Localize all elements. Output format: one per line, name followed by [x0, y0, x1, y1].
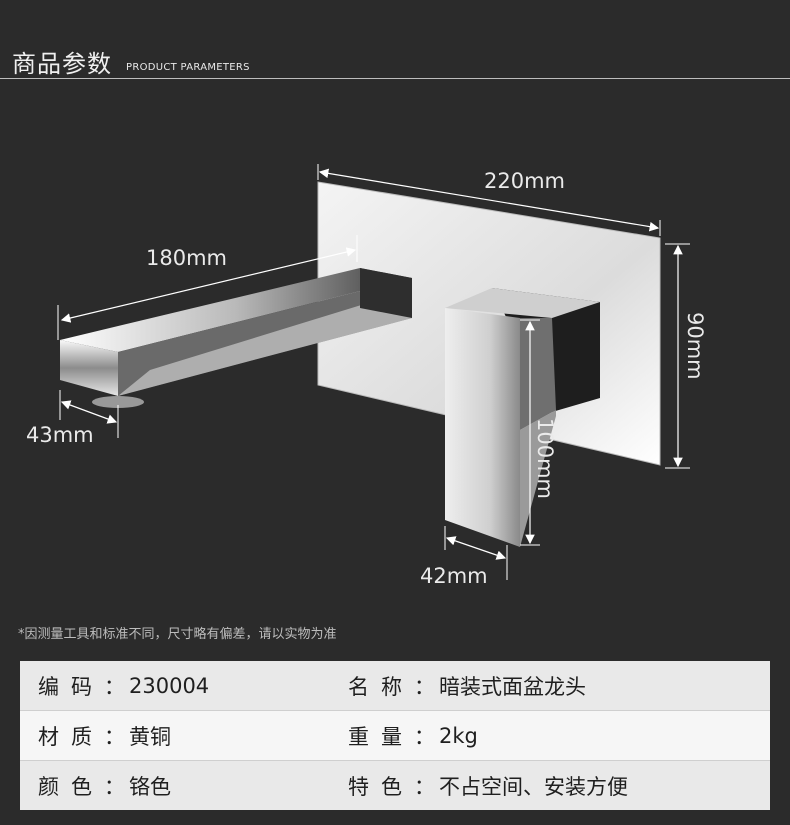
- spec-label: 编码: [38, 674, 104, 699]
- spec-colon: ：: [104, 674, 125, 699]
- dimension-line-90mm: [665, 243, 690, 469]
- dimension-line-220mm: [317, 164, 661, 236]
- label-100mm: 100mm: [533, 418, 557, 499]
- dimension-line-42mm: [444, 526, 508, 580]
- spec-colon: ：: [104, 774, 125, 799]
- spec-colon: ：: [414, 724, 435, 749]
- spec-colon: ：: [414, 674, 435, 699]
- spec-value: 230004: [129, 673, 210, 698]
- header-divider: [0, 78, 790, 79]
- spec-value: 不占空间、安装方便: [439, 774, 628, 799]
- spec-value: 铬色: [129, 774, 171, 799]
- spec-label: 颜色: [38, 774, 104, 799]
- label-220mm: 220mm: [484, 169, 565, 193]
- section-title: 商品参数: [12, 50, 112, 78]
- spec-row: 编码：230004 名称：暗装式面盆龙头: [20, 661, 770, 710]
- label-180mm: 180mm: [146, 246, 227, 270]
- spec-label: 重量: [348, 724, 414, 749]
- label-43mm: 43mm: [26, 423, 94, 447]
- spec-value: 2kg: [439, 723, 478, 748]
- section-header: 商品参数 PRODUCT PARAMETERS: [0, 0, 790, 80]
- spec-value: 黄铜: [129, 724, 171, 749]
- section-subtitle: PRODUCT PARAMETERS: [126, 62, 250, 73]
- spec-label: 材质: [38, 724, 104, 749]
- faucet-dimension-diagram: 220mm 180mm 90mm 43mm 100mm 42mm: [26, 164, 707, 588]
- dimension-line-180mm: [57, 235, 358, 340]
- spec-row: 颜色：铬色 特色：不占空间、安装方便: [20, 760, 770, 810]
- spec-colon: ：: [104, 724, 125, 749]
- spec-label: 名称: [348, 674, 414, 699]
- handle: [445, 288, 600, 547]
- spec-label: 特色: [348, 774, 414, 799]
- dimension-line-43mm: [59, 390, 119, 438]
- spec-table: 编码：230004 名称：暗装式面盆龙头 材质：黄铜 重量：2kg 颜色：铬色 …: [20, 661, 770, 810]
- measurement-note: *因测量工具和标准不同，尺寸略有偏差，请以实物为准: [18, 627, 337, 642]
- spec-row: 材质：黄铜 重量：2kg: [20, 710, 770, 760]
- label-42mm: 42mm: [420, 564, 488, 588]
- label-90mm: 90mm: [683, 312, 707, 380]
- spec-value: 暗装式面盆龙头: [439, 674, 586, 699]
- dimension-line-100mm: [520, 319, 540, 546]
- spec-colon: ：: [414, 774, 435, 799]
